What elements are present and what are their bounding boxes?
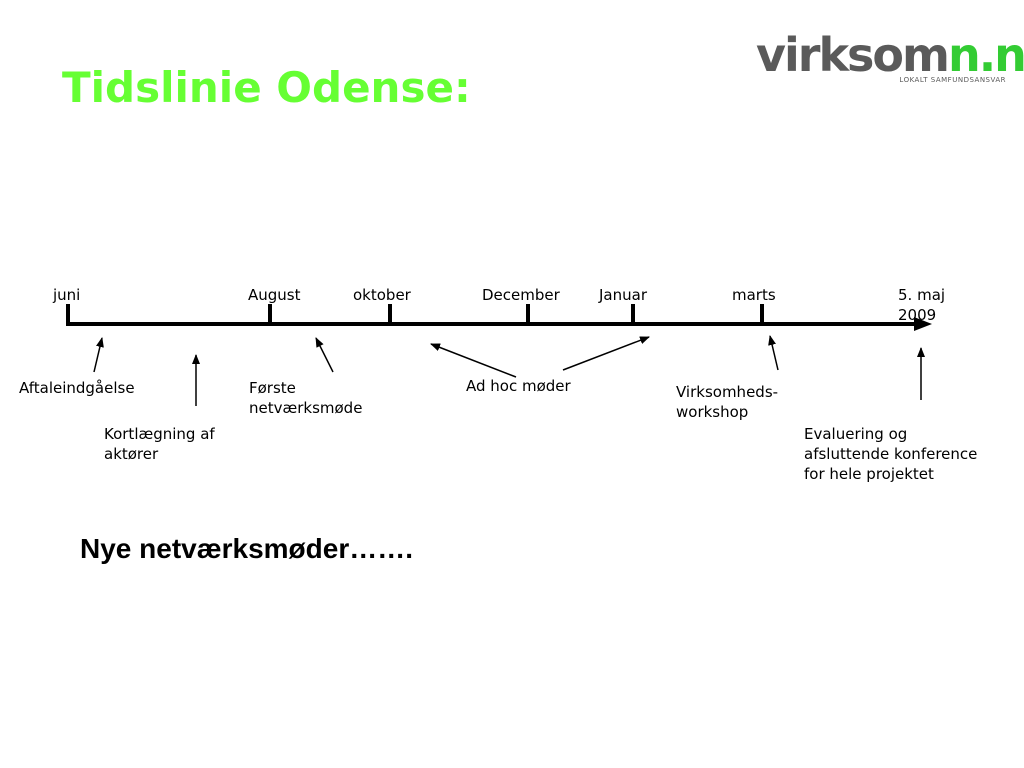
event-label: Evaluering og afsluttende konference for…	[804, 425, 978, 483]
virksom-logo: virksomn.nu LOKALT SAMFUNDSANSVAR	[756, 28, 1024, 88]
arrow-foerste-netvaerksmoede	[315, 337, 334, 373]
page-title: Tidslinie Odense:	[62, 63, 471, 112]
logo-tagline: LOKALT SAMFUNDSANSVAR	[899, 76, 1006, 84]
logo-part-nnu: n.nu	[947, 28, 1024, 82]
month-label: oktober	[353, 286, 411, 304]
month-label: December	[482, 286, 560, 304]
subheading: Nye netværksmøder…….	[80, 533, 414, 564]
timeline-axis-arrowhead	[914, 317, 932, 331]
logo-wordmark: virksomn.nu	[756, 28, 1024, 82]
month-label: juni	[53, 286, 81, 304]
month-label: Januar	[599, 286, 647, 304]
arrow-virksomheds-workshop	[768, 335, 779, 371]
event-label: Kortlægning af aktører	[104, 425, 215, 463]
month-label: 5. maj 2009	[898, 286, 946, 324]
logo-part-virksom: virksom	[756, 28, 950, 82]
event-label: Aftaleindgåelse	[19, 379, 135, 397]
event-label: Ad hoc møder	[466, 377, 571, 395]
arrow-ad-hoc-right	[562, 336, 650, 371]
month-label: marts	[732, 286, 776, 304]
arrow-aftaleindgaaelse	[93, 337, 104, 373]
event-label: Virksomheds- workshop	[676, 383, 779, 421]
event-label: Første netværksmøde	[249, 379, 363, 417]
month-label: August	[248, 286, 301, 304]
arrow-ad-hoc-left	[430, 343, 517, 378]
